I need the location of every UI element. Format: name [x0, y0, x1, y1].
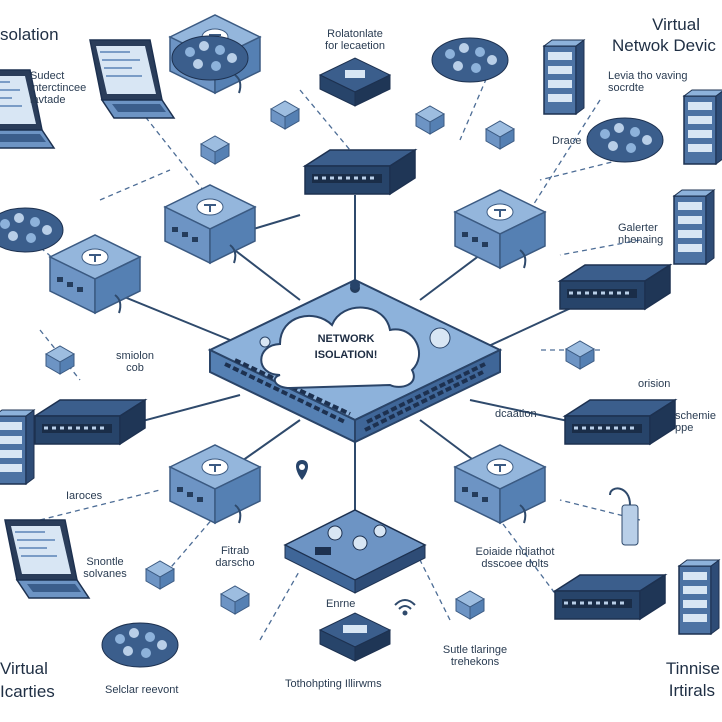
label-line: ppe: [675, 422, 694, 434]
heading-bottom-left-line-1: Virtual: [0, 659, 48, 678]
router-upper-left: [164, 184, 256, 264]
component-cluster-right: [586, 117, 664, 163]
label-lower-left: Snontle solvanes: [60, 556, 150, 580]
server-rack-bottom-right: [678, 559, 720, 635]
small-device-7: [415, 105, 445, 135]
server-rack-top: [543, 39, 585, 115]
laptop-top: [89, 39, 175, 119]
server-rack-right-top: [683, 89, 722, 165]
label-line: darscho: [215, 557, 255, 569]
cloud-title-line-2: ISOLATION!: [315, 349, 378, 361]
small-device-3: [45, 345, 75, 375]
label-top-left: Sudect interctincee lavtade: [30, 70, 86, 106]
label-line: Galerter: [618, 222, 658, 234]
label-line: for lecaetion: [325, 40, 385, 52]
label-line: trehekons: [450, 656, 500, 668]
heading-bottom-left-line-2: Icarties: [0, 682, 55, 701]
small-device-8: [455, 590, 485, 620]
label-top-right: Levia tho vaving socrdte: [608, 70, 688, 94]
label-left-middle: smiolon cob: [100, 350, 170, 374]
switch-top: [303, 148, 417, 196]
small-device-9: [270, 100, 300, 130]
firewall-box-top: [318, 57, 392, 107]
heading-top-left: solation: [0, 25, 59, 44]
label-orision: orision: [638, 378, 671, 390]
label-line: lavtade: [30, 94, 66, 106]
router-upper-right: [454, 189, 546, 269]
label-line: Sudect: [30, 70, 65, 82]
label-right-upper: Galerter nhenaing: [618, 222, 663, 246]
cloud-title-line-1: NETWORK: [318, 333, 375, 345]
label-line: schemie: [675, 410, 716, 422]
heading-bottom-right-line-2: Irtirals: [668, 681, 715, 700]
label-enrne: Enrne: [326, 598, 356, 610]
label-top-center: Rolatonlate for lecaetion: [300, 28, 410, 52]
label-bottom-right-center: Sutle tlaringe trehekons: [420, 644, 530, 668]
switch-right: [558, 263, 672, 311]
label-line: Eoiaide ndiathot: [475, 546, 555, 558]
server-rack-left-edge: [0, 409, 35, 485]
small-device-2: [485, 120, 515, 150]
switch-lower-right: [563, 398, 677, 446]
label-line: nhenaing: [618, 234, 664, 246]
label-line: Sutle tlaringe: [442, 644, 508, 656]
label-line: smiolon: [116, 350, 154, 362]
switch-bottom-right: [553, 573, 667, 621]
label-right-middle: schemie ppe: [675, 410, 716, 434]
heading-top-right-line-1: Virtual: [652, 15, 700, 34]
location-pin-icon: [296, 460, 308, 480]
label-line: interctincee: [30, 82, 87, 94]
server-rack-right: [673, 189, 715, 265]
firewall-box-bottom: [318, 612, 392, 662]
component-cluster-top: [171, 35, 249, 81]
heading-bottom-right-line-1: Tinnise: [665, 659, 720, 678]
label-dcaation: dcaation: [495, 408, 537, 420]
label-line: socrdte: [608, 82, 645, 94]
label-line: Snontle: [86, 556, 124, 568]
heading-top-right-line-2: Netwok Devic: [612, 36, 716, 55]
label-bottom-center-caption: Tothohpting Illirwms: [285, 678, 382, 690]
label-lower-right-center: Eoiaide ndiathot dsscoee dolts: [450, 546, 580, 570]
router-left: [49, 234, 141, 314]
label-line: cob: [126, 362, 144, 374]
location-pin-icon: [350, 280, 360, 290]
small-device-5: [145, 560, 175, 590]
label-drace: Drace: [552, 135, 582, 147]
plug-icon: [609, 487, 639, 546]
label-lower-left-center: Fitrab darscho: [200, 545, 270, 569]
label-line: Rolatonlate: [327, 28, 383, 40]
label-iaroces: Iaroces: [66, 490, 103, 502]
small-device-1: [200, 135, 230, 165]
component-cluster-bottom: [101, 622, 179, 668]
label-line: Fitrab: [220, 545, 250, 557]
label-line: dsscoee dolts: [481, 558, 549, 570]
label-line: Levia tho vaving: [608, 70, 688, 82]
component-cluster-left: [0, 207, 64, 253]
isolation-cloud: NETWORK ISOLATION!: [260, 306, 420, 390]
wifi-icon: [394, 599, 416, 616]
hardware-board: [283, 509, 427, 594]
label-bottom-left-caption: Selclar reevont: [105, 684, 179, 696]
switch-left: [33, 398, 147, 446]
component-cluster-top-right: [431, 37, 509, 83]
label-line: solvanes: [83, 568, 127, 580]
small-device-6: [220, 585, 250, 615]
small-device-4: [565, 340, 595, 370]
